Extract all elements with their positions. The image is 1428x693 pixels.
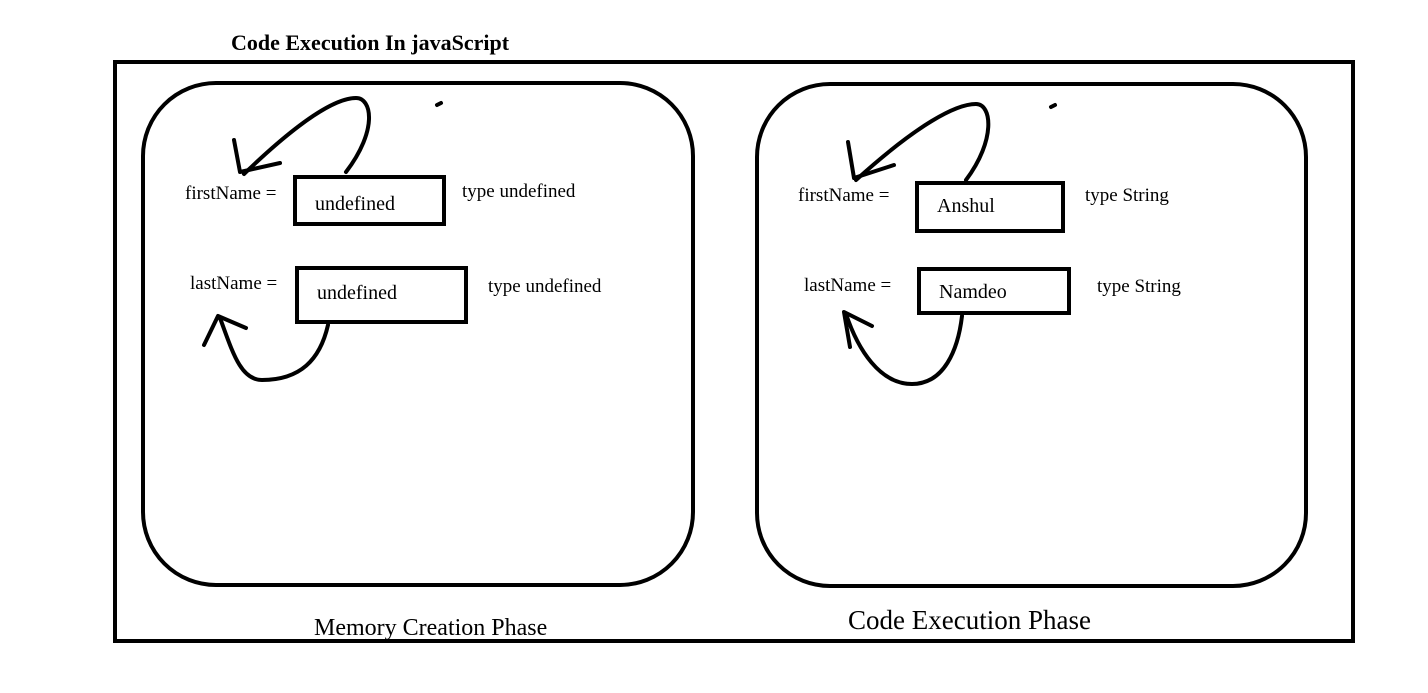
diagram-title: Code Execution In javaScript xyxy=(231,30,510,55)
memory-creation-phase-label: Memory Creation Phase xyxy=(314,615,548,641)
first-name-value: undefined xyxy=(315,193,395,215)
code-execution-panel xyxy=(755,82,1308,588)
first-name-type: type undefined xyxy=(462,181,576,202)
first-name-type-exec: type String xyxy=(1085,185,1169,206)
last-name-value: undefined xyxy=(317,281,397,304)
first-name-value-box-exec: Anshul xyxy=(915,181,1065,233)
last-name-value-box: undefined xyxy=(295,266,468,324)
code-execution-phase-label: Code Execution Phase xyxy=(848,605,1091,635)
first-name-value-box: undefined xyxy=(293,175,446,226)
first-name-label: firstName = xyxy=(185,183,277,204)
last-name-value-exec: Namdeo xyxy=(939,280,1007,303)
first-name-value-exec: Anshul xyxy=(937,194,995,217)
last-name-value-box-exec: Namdeo xyxy=(917,267,1071,315)
first-name-label-exec: firstName = xyxy=(798,185,890,206)
memory-creation-panel xyxy=(141,81,695,587)
last-name-label-exec: lastName = xyxy=(804,275,892,296)
outer-frame xyxy=(113,60,1355,643)
last-name-type-exec: type String xyxy=(1097,276,1181,297)
last-name-label: lastName = xyxy=(190,273,278,294)
last-name-type: type undefined xyxy=(488,276,602,297)
